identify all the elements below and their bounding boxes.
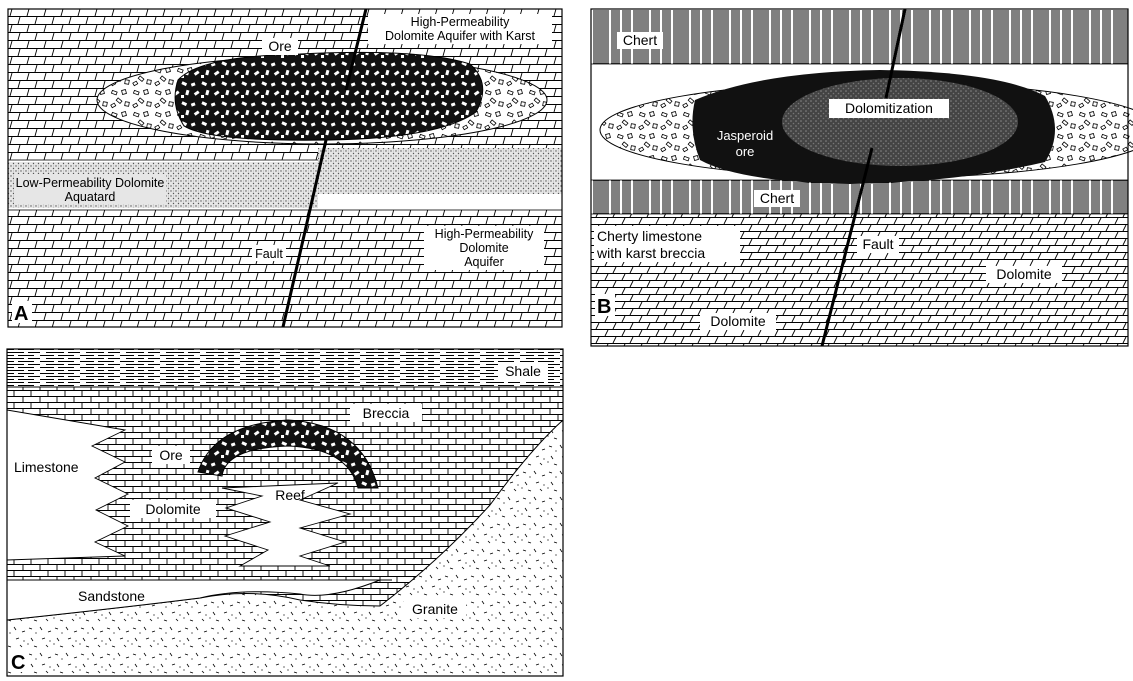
- chert-top-layer: [591, 9, 1128, 64]
- lower-aquifer-label-line2: Dolomite: [459, 241, 508, 255]
- shale-layer: [7, 349, 563, 387]
- panel-c-letter: C: [11, 652, 25, 674]
- breccia-label: Breccia: [363, 405, 410, 421]
- fault-label-b: Fault: [862, 236, 893, 252]
- lower-aquifer-label-line3: Aquifer: [464, 255, 504, 269]
- aquitard-label-line2: Aquatard: [65, 190, 116, 204]
- lower-aquifer-label-line1: High-Permeability: [435, 227, 534, 241]
- panel-a: Ore High-Permeability Dolomite Aquifer w…: [8, 9, 562, 327]
- upper-aquifer-label-line1: High-Permeability: [411, 15, 510, 29]
- dolomitization-zone: [782, 78, 1018, 166]
- panel-b-letter: B: [597, 296, 611, 318]
- panel-a-letter: A: [14, 303, 28, 325]
- jasperoid-label-line1: Jasperoid: [717, 128, 773, 143]
- sandstone-label: Sandstone: [78, 588, 145, 604]
- granite-label: Granite: [412, 601, 458, 617]
- cherty-limestone-label-line1: Cherty limestone: [597, 228, 702, 244]
- aquitard-label-line1: Low-Permeability Dolomite: [16, 176, 165, 190]
- cherty-limestone-label-line2: with karst breccia: [596, 245, 705, 261]
- limestone-label: Limestone: [14, 459, 79, 475]
- ore-body: [175, 52, 483, 140]
- ore-label-c: Ore: [159, 447, 183, 463]
- jasperoid-label-line2: ore: [736, 144, 755, 159]
- panel-b: Chert Dolomitization Jasperoid ore Chert…: [591, 9, 1133, 346]
- aquitard-right-block: [318, 148, 562, 194]
- chert-mid-label: Chert: [760, 190, 794, 206]
- dolomite-right-label: Dolomite: [996, 266, 1051, 282]
- shale-label: Shale: [505, 363, 541, 379]
- panel-c: Shale Breccia Limestone Ore Reef Dolomit…: [7, 349, 563, 676]
- ore-label: Ore: [268, 38, 292, 54]
- dolomite-label-c: Dolomite: [145, 501, 200, 517]
- dolomitization-label: Dolomitization: [845, 100, 933, 116]
- upper-aquifer-label-line2: Dolomite Aquifer with Karst: [385, 29, 536, 43]
- fault-label-a: Fault: [255, 247, 283, 261]
- chert-top-label: Chert: [623, 32, 657, 48]
- dolomite-bottom-label: Dolomite: [710, 313, 765, 329]
- reef-label: Reef: [275, 487, 305, 503]
